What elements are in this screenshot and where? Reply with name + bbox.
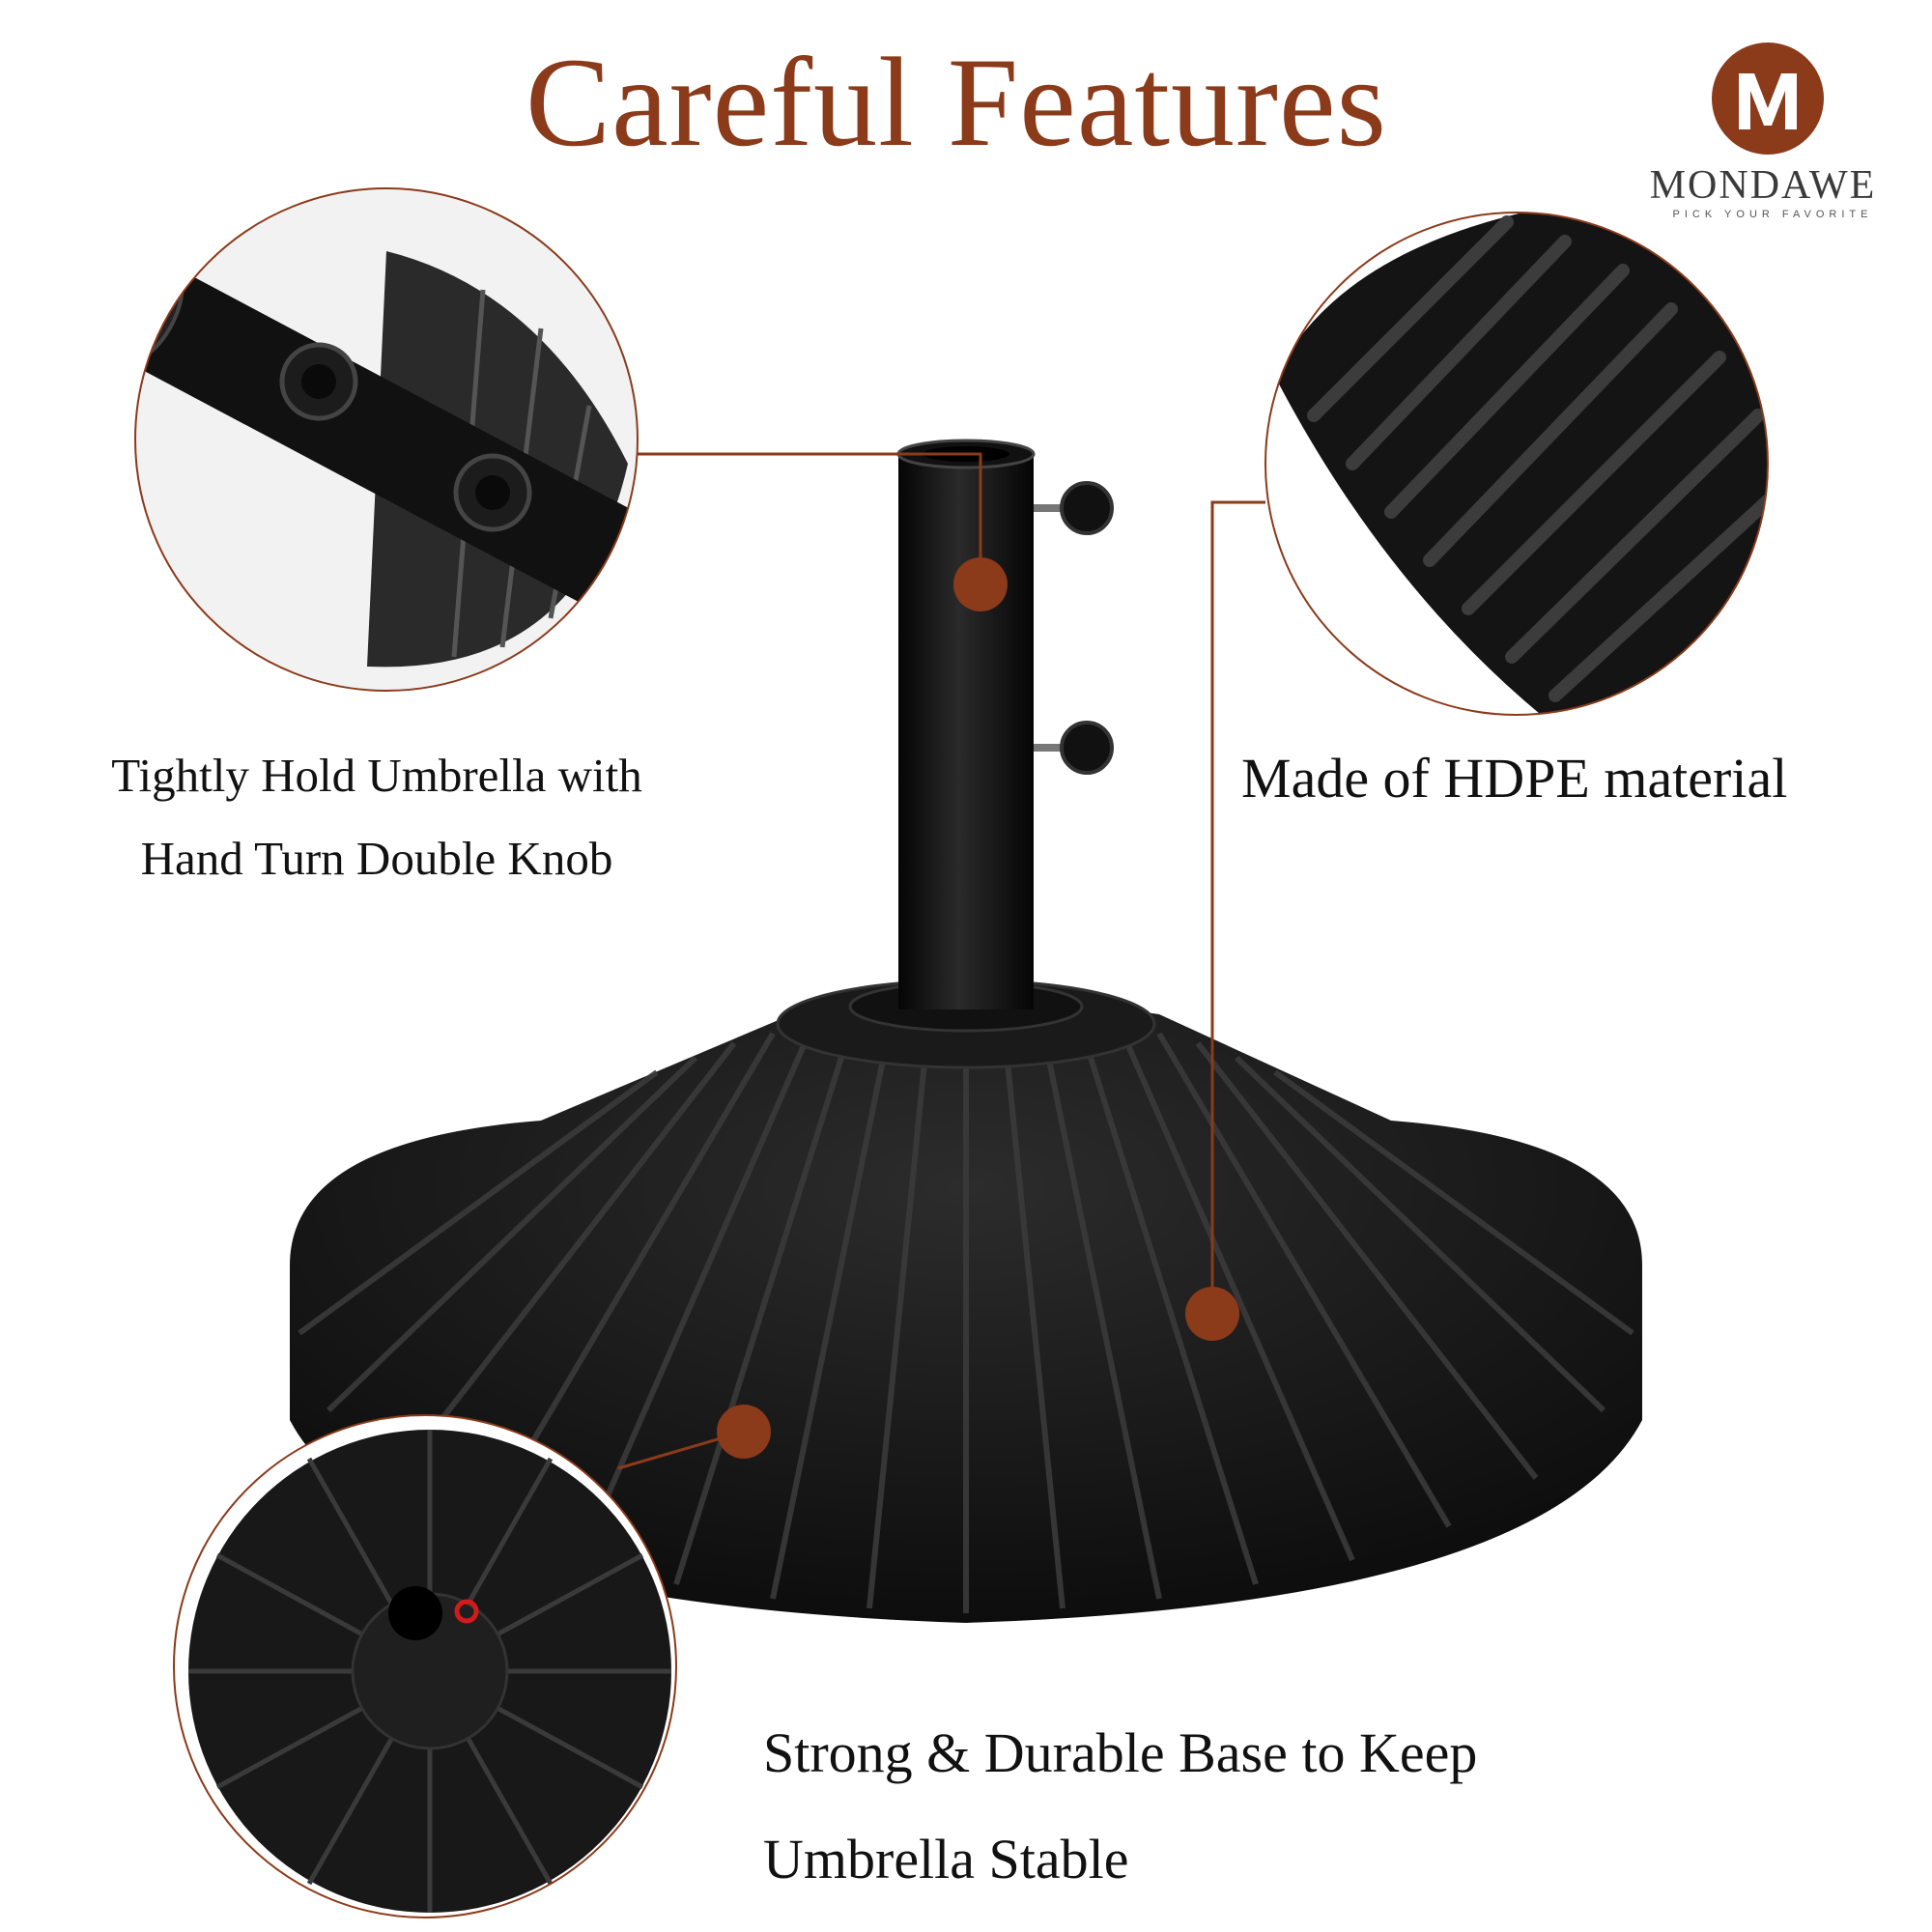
feature-caption-line: Umbrella Stable (763, 1828, 1129, 1891)
feature-caption-base: Strong & Durable Base to Keep Umbrella S… (763, 1700, 1729, 1913)
page-title: Careful Features (526, 31, 1387, 173)
feature-caption-line: Made of HDPE material (1241, 747, 1788, 810)
feature-caption-line: Tightly Hold Umbrella with (111, 749, 642, 802)
brand-tagline: PICK YOUR FAVORITE (1672, 209, 1873, 220)
ribbed-surface-closeup (1264, 212, 1769, 716)
umbrella-base (290, 979, 1642, 1623)
feature-caption-knob: Tightly Hold Umbrella with Hand Turn Dou… (77, 734, 676, 900)
callout-dots (717, 557, 1239, 1459)
feature-caption-line: Hand Turn Double Knob (140, 831, 613, 885)
feature-caption-line: Strong & Durable Base to Keep (763, 1721, 1478, 1784)
brand-name: MONDAWE (1649, 163, 1877, 208)
base-top-view-closeup (173, 1414, 677, 1918)
feature-caption-material: Made of HDPE material (1241, 729, 1918, 828)
pole-knob-closeup (134, 187, 639, 692)
mondawe-logo-icon (1712, 43, 1824, 155)
umbrella-pole (896, 439, 1114, 1009)
